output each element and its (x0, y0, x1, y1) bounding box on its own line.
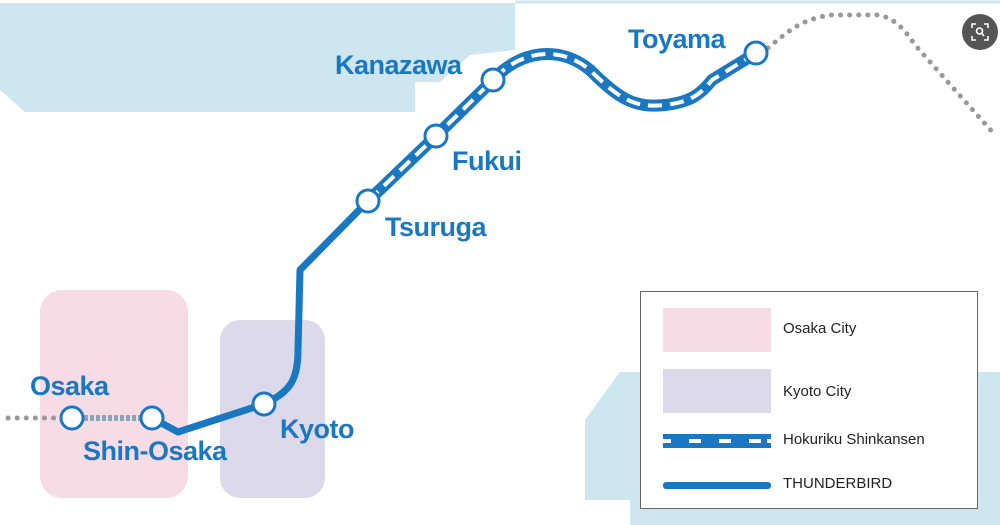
station-shin-osaka[interactable] (139, 405, 165, 431)
shinkansen-line-dashes (366, 51, 758, 203)
station-tsuruga[interactable] (355, 188, 381, 214)
legend-label-osaka-city: Osaka City (783, 320, 857, 337)
label-toyama: Toyama (628, 24, 727, 54)
legend-swatch-thunderbird (663, 482, 771, 489)
label-tsuruga: Tsuruga (385, 212, 487, 242)
station-osaka[interactable] (59, 405, 85, 431)
legend-label-kyoto-city: Kyoto City (783, 383, 852, 400)
sea-area-north (0, 3, 515, 112)
station-kanazawa[interactable] (480, 67, 506, 93)
label-osaka: Osaka (30, 371, 110, 401)
label-shin-osaka: Shin-Osaka (83, 436, 228, 466)
legend-label-shinkansen: Hokuriku Shinkansen (783, 431, 925, 448)
station-toyama[interactable] (743, 40, 769, 66)
legend-label-thunderbird: THUNDERBIRD (783, 475, 893, 492)
legend-swatch-kyoto-city (663, 369, 771, 413)
legend-swatch-shinkansen (663, 434, 771, 448)
label-kanazawa: Kanazawa (335, 50, 463, 80)
legend-swatch-osaka-city (663, 308, 771, 352)
station-kyoto[interactable] (251, 391, 277, 417)
label-kyoto: Kyoto (280, 414, 354, 444)
visual-search-icon (971, 23, 989, 41)
osaka-city-area (40, 290, 188, 498)
map-legend: Osaka City Kyoto City Hokuriku Shinkanse… (640, 291, 978, 509)
visual-search-button[interactable] (962, 14, 998, 50)
dotted-line-east (765, 12, 998, 138)
sea-area-east (975, 395, 1000, 525)
label-fukui: Fukui (452, 146, 522, 176)
station-fukui[interactable] (423, 123, 449, 149)
